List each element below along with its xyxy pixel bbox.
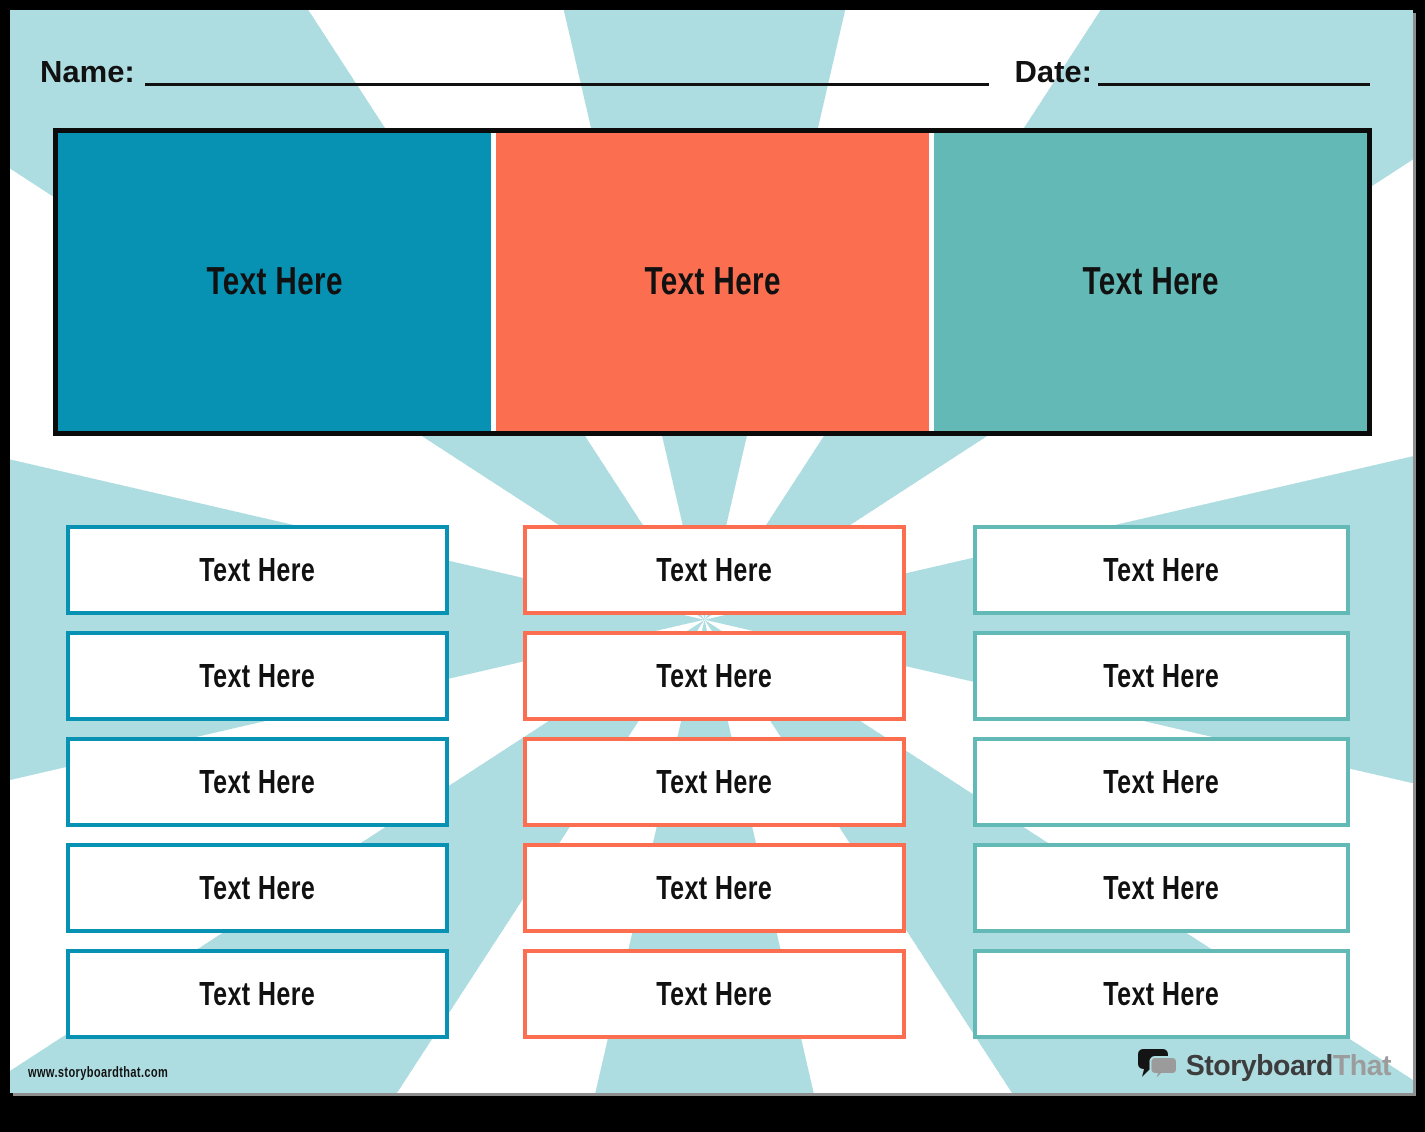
header-cell-1-label: Text Here bbox=[206, 260, 343, 303]
column-1: Text Here Text Here Text Here Text Here … bbox=[66, 525, 449, 1039]
text-box[interactable]: Text Here bbox=[66, 949, 449, 1039]
date-label: Date: bbox=[1014, 54, 1092, 89]
text-box[interactable]: Text Here bbox=[973, 949, 1350, 1039]
text-box[interactable]: Text Here bbox=[973, 737, 1350, 827]
text-box-label: Text Here bbox=[1103, 869, 1220, 906]
text-box-label: Text Here bbox=[199, 869, 316, 906]
text-box-label: Text Here bbox=[199, 551, 316, 588]
text-box[interactable]: Text Here bbox=[523, 949, 906, 1039]
text-box[interactable]: Text Here bbox=[66, 631, 449, 721]
text-box[interactable]: Text Here bbox=[66, 525, 449, 615]
text-box[interactable]: Text Here bbox=[973, 525, 1350, 615]
text-box-label: Text Here bbox=[656, 551, 773, 588]
name-label: Name: bbox=[40, 54, 135, 89]
header-cell-3-label: Text Here bbox=[1082, 260, 1219, 303]
text-box-label: Text Here bbox=[199, 657, 316, 694]
name-line[interactable] bbox=[144, 75, 990, 86]
worksheet-page: Name: Date: Text Here Text Here Text Her… bbox=[10, 10, 1413, 1093]
text-box-label: Text Here bbox=[656, 975, 773, 1012]
text-box-label: Text Here bbox=[1103, 551, 1220, 588]
text-box-label: Text Here bbox=[1103, 975, 1220, 1012]
header-strip: Text Here Text Here Text Here bbox=[53, 128, 1372, 436]
header-cell-1[interactable]: Text Here bbox=[58, 133, 491, 431]
text-box-label: Text Here bbox=[656, 657, 773, 694]
logo-text-storyboard: Storyboard bbox=[1185, 1049, 1334, 1082]
text-box[interactable]: Text Here bbox=[523, 737, 906, 827]
text-box[interactable]: Text Here bbox=[523, 843, 906, 933]
header-cell-2[interactable]: Text Here bbox=[496, 133, 929, 431]
text-box[interactable]: Text Here bbox=[66, 737, 449, 827]
speech-bubbles-icon bbox=[1137, 1049, 1178, 1084]
name-date-row: Name: Date: bbox=[40, 36, 1370, 90]
column-2: Text Here Text Here Text Here Text Here … bbox=[523, 525, 906, 1039]
footer-url: www.storyboardthat.com bbox=[28, 1065, 169, 1081]
text-box[interactable]: Text Here bbox=[973, 843, 1350, 933]
header-cell-3[interactable]: Text Here bbox=[934, 133, 1367, 431]
text-box-label: Text Here bbox=[1103, 763, 1220, 800]
text-box[interactable]: Text Here bbox=[973, 631, 1350, 721]
storyboardthat-logo: StoryboardThat bbox=[1137, 1048, 1392, 1084]
text-box-label: Text Here bbox=[199, 763, 316, 800]
text-box[interactable]: Text Here bbox=[523, 525, 906, 615]
date-line[interactable] bbox=[1098, 75, 1370, 86]
column-3: Text Here Text Here Text Here Text Here … bbox=[973, 525, 1350, 1039]
text-box[interactable]: Text Here bbox=[66, 843, 449, 933]
text-box-label: Text Here bbox=[1103, 657, 1220, 694]
text-box-label: Text Here bbox=[656, 763, 773, 800]
logo-text-that: That bbox=[1332, 1049, 1392, 1082]
text-box-label: Text Here bbox=[656, 869, 773, 906]
text-box[interactable]: Text Here bbox=[523, 631, 906, 721]
header-cell-2-label: Text Here bbox=[644, 260, 781, 303]
logo-text: StoryboardThat bbox=[1185, 1049, 1392, 1083]
text-box-label: Text Here bbox=[199, 975, 316, 1012]
